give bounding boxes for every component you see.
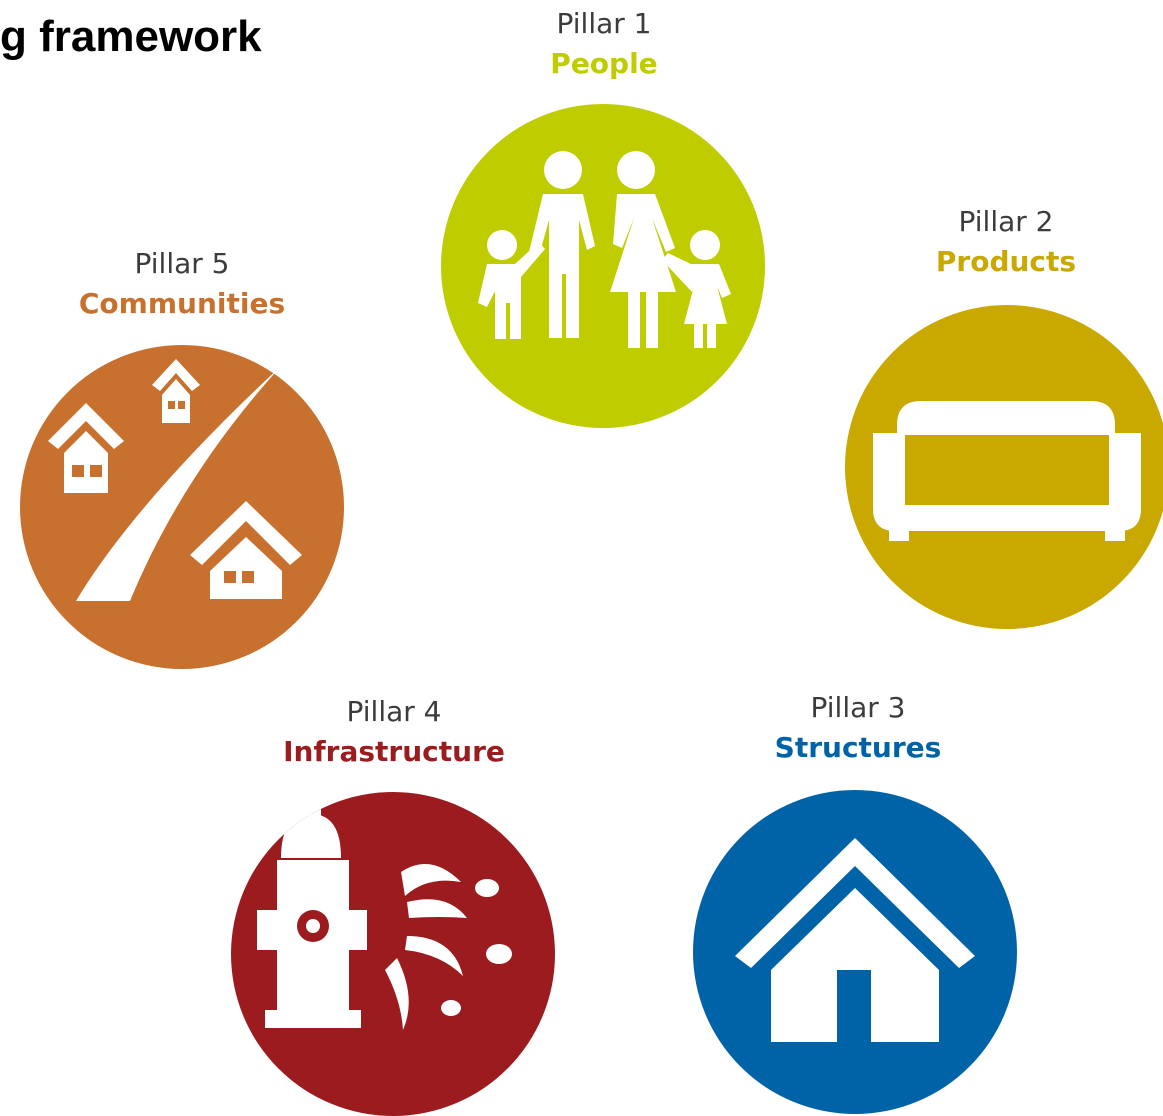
pillar-3-label: Pillar 3 Structures — [678, 688, 1038, 768]
neighborhood-icon — [48, 359, 302, 601]
pillar-1-label: Pillar 1 People — [424, 4, 784, 84]
pillar-1-name: People — [550, 47, 658, 80]
fire-hydrant-icon — [257, 798, 512, 1030]
pillar-5-label: Pillar 5 Communities — [2, 244, 362, 324]
pillar-3-name: Structures — [774, 731, 942, 764]
sofa-icon — [873, 401, 1141, 541]
pillar-2-number: Pillar 2 — [958, 205, 1054, 238]
family-icon — [478, 151, 731, 348]
pillar-4-name: Infrastructure — [283, 735, 505, 768]
pillar-2-label: Pillar 2 Products — [826, 202, 1163, 282]
pillar-3-number: Pillar 3 — [810, 691, 906, 724]
pillar-1-circle — [441, 104, 765, 428]
pillar-2-circle — [845, 305, 1163, 629]
pillar-2-name: Products — [935, 245, 1077, 278]
pillar-4-circle — [231, 792, 555, 1116]
pillar-1-number: Pillar 1 — [556, 7, 652, 40]
page-title: g framework — [0, 12, 262, 61]
pillar-4-label: Pillar 4 Infrastructure — [214, 692, 574, 772]
pillar-3-circle — [693, 790, 1017, 1114]
pillar-4-number: Pillar 4 — [346, 695, 442, 728]
pillar-5-circle — [20, 345, 344, 669]
pillar-5-number: Pillar 5 — [134, 247, 230, 280]
house-icon — [735, 838, 975, 1042]
pillar-5-name: Communities — [78, 287, 286, 320]
